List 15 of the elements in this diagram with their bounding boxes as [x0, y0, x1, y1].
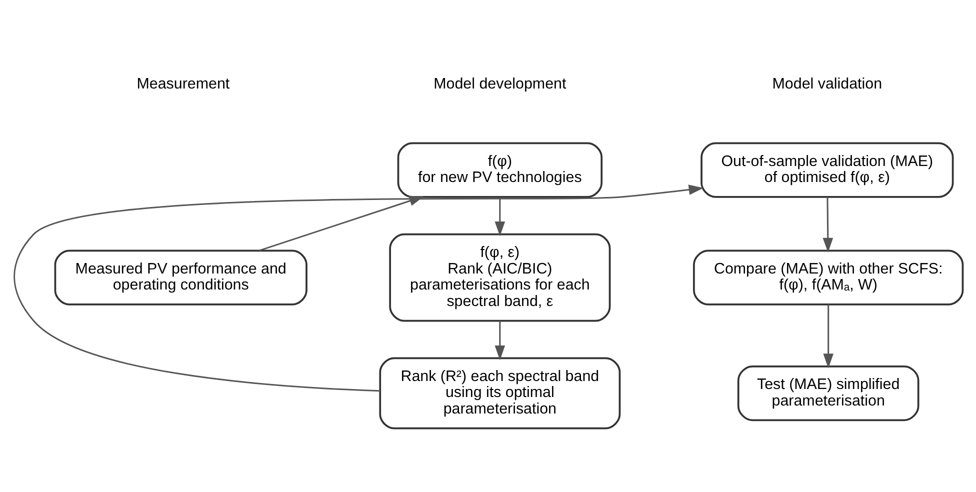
arrow [494, 197, 505, 236]
node-box: Measured PV performance and operating conditions [54, 250, 307, 306]
arrow [13, 184, 704, 392]
label: Model development [433, 76, 566, 93]
node-box: Compare (MAE) with other SCFS: f(φ), f(AMₐ, W) [692, 250, 964, 306]
arrow [494, 320, 505, 360]
node-box: Rank (R²) each spectral band using its optimal parameterisation [378, 357, 620, 430]
node-box: f(φ, ε) Rank (AIC/BIC) parameterisations for each spectral band, ε [388, 233, 610, 322]
label: Model validation [772, 76, 882, 93]
arrow [822, 304, 833, 368]
label: Measurement [136, 76, 230, 93]
arrow [822, 197, 833, 253]
node-box: f(φ) for new PV technologies [396, 142, 602, 198]
node-box: Out-of-sample validation (MAE) of optimised f(φ, ε) [700, 142, 954, 198]
node-box: Test (MAE) simplified parameterisation [736, 365, 919, 422]
